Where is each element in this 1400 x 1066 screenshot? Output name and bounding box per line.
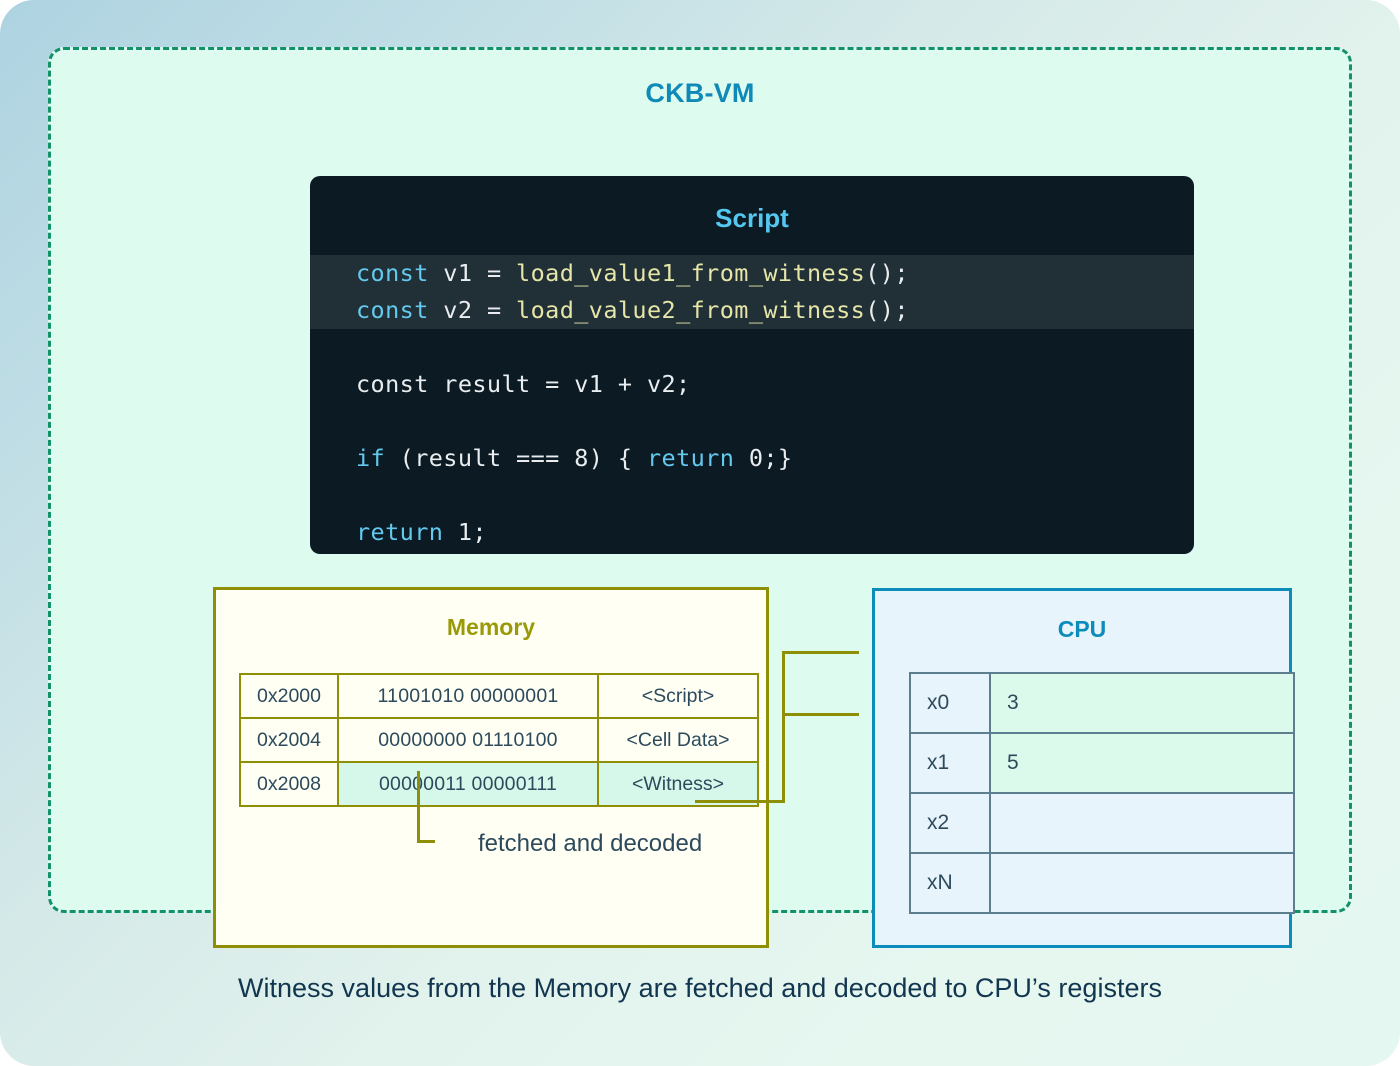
code-line: if (result === 8) { return 0;} xyxy=(310,440,1194,477)
cpu-register-value: 3 xyxy=(989,672,1295,734)
ckb-vm-container: CKB-VM Script const v1 = load_value1_fro… xyxy=(48,47,1352,948)
code-token xyxy=(356,333,371,361)
cpu-register-value: 5 xyxy=(989,732,1295,794)
code-line: const result = v1 + v2; xyxy=(310,366,1194,403)
fetched-and-decoded-label: fetched and decoded xyxy=(478,830,703,857)
code-token: return xyxy=(356,518,444,546)
script-panel: Script const v1 = load_value1_from_witne… xyxy=(310,176,1194,554)
memory-cell-address: 0x2008 xyxy=(239,761,339,807)
cpu-register-value xyxy=(989,792,1295,854)
cpu-register-name: x0 xyxy=(909,672,991,734)
memory-cell-address: 0x2004 xyxy=(239,717,339,763)
memory-panel-title: Memory xyxy=(446,614,536,640)
cpu-register-value xyxy=(989,852,1295,914)
code-line xyxy=(310,477,1194,514)
code-token: load_value2_from_witness xyxy=(516,296,866,324)
code-token: if xyxy=(356,444,386,472)
cpu-register-name: x1 xyxy=(909,732,991,794)
code-line: const v2 = load_value2_from_witness(); xyxy=(310,292,1194,329)
connector-wire-witness-drop xyxy=(417,771,420,843)
code-token xyxy=(356,407,371,435)
ckb-vm-title: CKB-VM xyxy=(645,78,755,108)
code-token: (result === 8) { xyxy=(385,444,647,472)
code-token: const result = v1 + v2; xyxy=(356,370,691,398)
code-token: v1 = xyxy=(428,259,517,287)
code-line xyxy=(310,403,1194,440)
code-token xyxy=(356,481,371,509)
memory-cell-tag: <Cell Data> xyxy=(597,717,759,763)
script-code-block: const v1 = load_value1_from_witness();co… xyxy=(310,255,1194,551)
code-token: const xyxy=(356,259,429,287)
code-token: 1; xyxy=(443,518,487,546)
cpu-register-row: xN xyxy=(909,852,1295,914)
code-token: (); xyxy=(865,296,909,324)
script-panel-title: Script xyxy=(715,203,789,233)
memory-cell-bits: 00000000 01110100 xyxy=(337,717,599,763)
code-line: return 1; xyxy=(310,514,1194,551)
memory-cell-tag: <Script> xyxy=(597,673,759,719)
code-token: 0;} xyxy=(734,444,793,472)
cpu-panel-title: CPU xyxy=(1057,616,1107,642)
cpu-register-name: x2 xyxy=(909,792,991,854)
connector-wire-trunk xyxy=(782,651,785,803)
connector-wire-branch-x0 xyxy=(782,651,859,654)
cpu-register-row: x2 xyxy=(909,792,1295,854)
connector-wire-branch-x1 xyxy=(782,713,859,716)
memory-cell-address: 0x2000 xyxy=(239,673,339,719)
code-token: return xyxy=(646,444,735,472)
code-token: v2 = xyxy=(428,296,517,324)
memory-cell-tag: <Witness> xyxy=(597,761,759,807)
connector-wire-label-to-trunk xyxy=(695,800,785,803)
code-token: load_value1_from_witness xyxy=(516,259,866,287)
connector-wire-bracket-foot xyxy=(417,840,435,843)
memory-cell-bits: 00000011 00000111 xyxy=(337,761,599,807)
code-line xyxy=(310,329,1194,366)
memory-cell-bits: 11001010 00000001 xyxy=(337,673,599,719)
code-token: (); xyxy=(865,259,909,287)
code-token: const xyxy=(356,296,429,324)
figure-caption: Witness values from the Memory are fetch… xyxy=(238,973,1162,1003)
cpu-register-name: xN xyxy=(909,852,991,914)
code-line: const v1 = load_value1_from_witness(); xyxy=(310,255,1194,292)
